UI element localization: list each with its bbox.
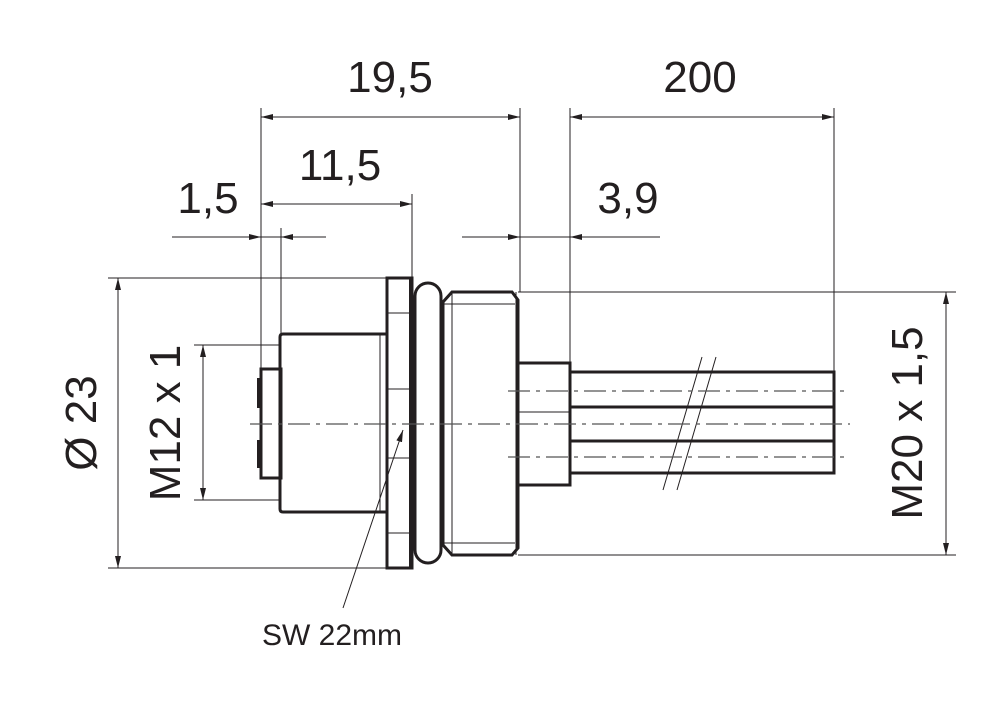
dim-200: 200 bbox=[663, 53, 736, 102]
dim-19-5: 19,5 bbox=[347, 53, 433, 102]
connector-body bbox=[257, 276, 836, 570]
wrench-leader-arrow bbox=[342, 429, 404, 609]
housing bbox=[278, 332, 387, 514]
dimension-lines bbox=[115, 114, 949, 568]
rear-thread bbox=[441, 290, 520, 557]
cable bbox=[568, 370, 836, 409]
dim-m12: M12 x 1 bbox=[141, 345, 190, 502]
hex-nut bbox=[385, 276, 414, 570]
dim-11-5: 11,5 bbox=[299, 141, 381, 190]
wrench-size-label: SW 22mm bbox=[262, 619, 402, 652]
o-ring bbox=[413, 281, 443, 565]
dim-3-9: 3,9 bbox=[597, 174, 658, 223]
dim-m20: M20 x 1,5 bbox=[883, 326, 932, 519]
centerlines bbox=[250, 390, 850, 458]
dim-1-5: 1,5 bbox=[177, 174, 238, 223]
dim-diameter-23: Ø 23 bbox=[57, 375, 106, 470]
